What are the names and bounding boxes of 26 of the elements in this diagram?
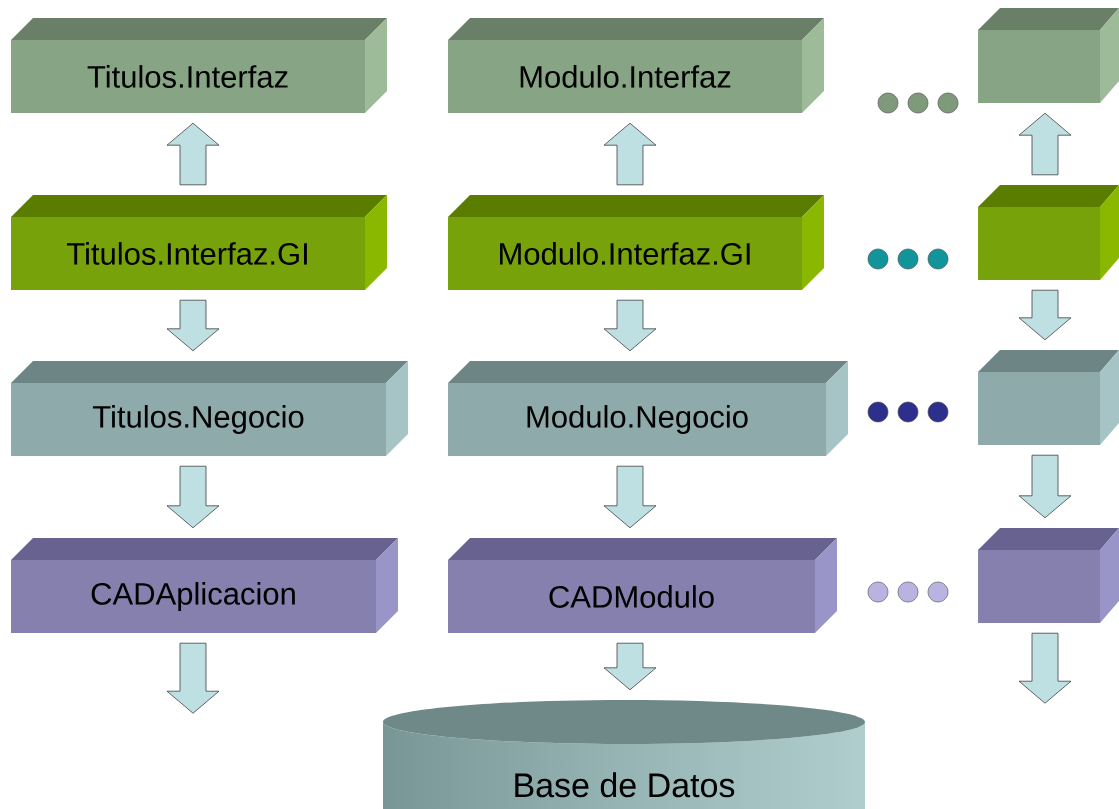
layer-box: Modulo.Negocio: [448, 361, 848, 456]
empty-box: [978, 350, 1119, 445]
layer-box: Titulos.Interfaz: [11, 18, 387, 113]
block-arrow: [166, 122, 220, 186]
layer-box: Modulo.Interfaz.GI: [448, 195, 824, 290]
block-arrow: [166, 642, 220, 714]
block-arrow: [1018, 112, 1072, 176]
block-arrow: [1018, 289, 1072, 341]
layer-box: CADModulo: [448, 538, 837, 633]
block-arrow: [1018, 454, 1072, 519]
block-arrow: [603, 299, 657, 352]
layer-box: Titulos.Negocio: [11, 361, 408, 456]
block-arrow: [603, 642, 657, 691]
layer-box: Titulos.Interfaz.GI: [11, 195, 387, 290]
block-arrow: [1018, 632, 1072, 704]
block-arrow: [603, 122, 657, 186]
node-label: Base de Datos: [515, 772, 735, 798]
block-arrow: [166, 299, 220, 352]
empty-box: [978, 185, 1119, 280]
empty-box: [978, 8, 1119, 103]
empty-box: [978, 528, 1119, 623]
database-cylinder: Base de Datos: [383, 700, 865, 798]
block-arrow: [166, 465, 220, 529]
layer-box: CADAplicacion: [11, 538, 398, 633]
layer-box: Modulo.Interfaz: [448, 18, 824, 113]
block-arrow: [603, 465, 657, 529]
